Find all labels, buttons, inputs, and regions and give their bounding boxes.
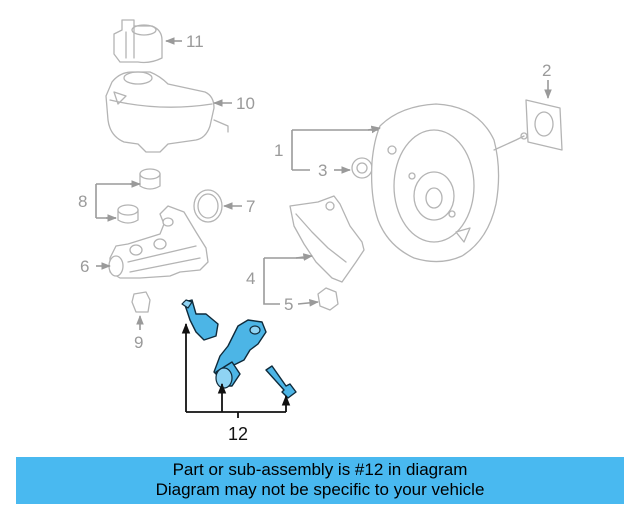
- callout-2: 2: [542, 61, 551, 80]
- part-info-banner: Part or sub-assembly is #12 in diagram D…: [16, 457, 624, 504]
- clip-drawing: [317, 287, 339, 311]
- sensor-highlight-drawing[interactable]: [181, 299, 297, 399]
- banner-line-disclaimer: Diagram may not be specific to your vehi…: [155, 480, 485, 499]
- callout-12: 12: [228, 424, 248, 444]
- callout-11: 11: [186, 32, 204, 51]
- callout-8: 8: [78, 192, 87, 211]
- callout-4: 4: [246, 269, 255, 288]
- callout-5: 5: [284, 295, 293, 314]
- callout-1: 1: [274, 141, 283, 160]
- gasket-drawing: [525, 99, 563, 151]
- callout-3: 3: [318, 161, 327, 180]
- plug-drawing: [131, 291, 151, 313]
- callout-6: 6: [80, 257, 89, 276]
- callout-9: 9: [134, 333, 143, 352]
- callout-7: 7: [246, 197, 255, 216]
- fluid-reservoir-drawing: [105, 71, 229, 153]
- seal-drawing: [351, 157, 373, 179]
- callout-10: 10: [236, 94, 255, 113]
- heat-shield-drawing: [289, 195, 365, 283]
- reservoir-cap-drawing: [113, 19, 163, 64]
- grommet-drawing: [117, 168, 161, 224]
- banner-line-part: Part or sub-assembly is #12 in diagram: [172, 460, 468, 479]
- parts-diagram: 11 10 8 7 6 9 1 3 2 4 5 12: [78, 19, 563, 444]
- brake-booster-drawing: [370, 103, 528, 263]
- master-cylinder-drawing: [108, 205, 209, 279]
- o-ring-drawing: [193, 189, 223, 223]
